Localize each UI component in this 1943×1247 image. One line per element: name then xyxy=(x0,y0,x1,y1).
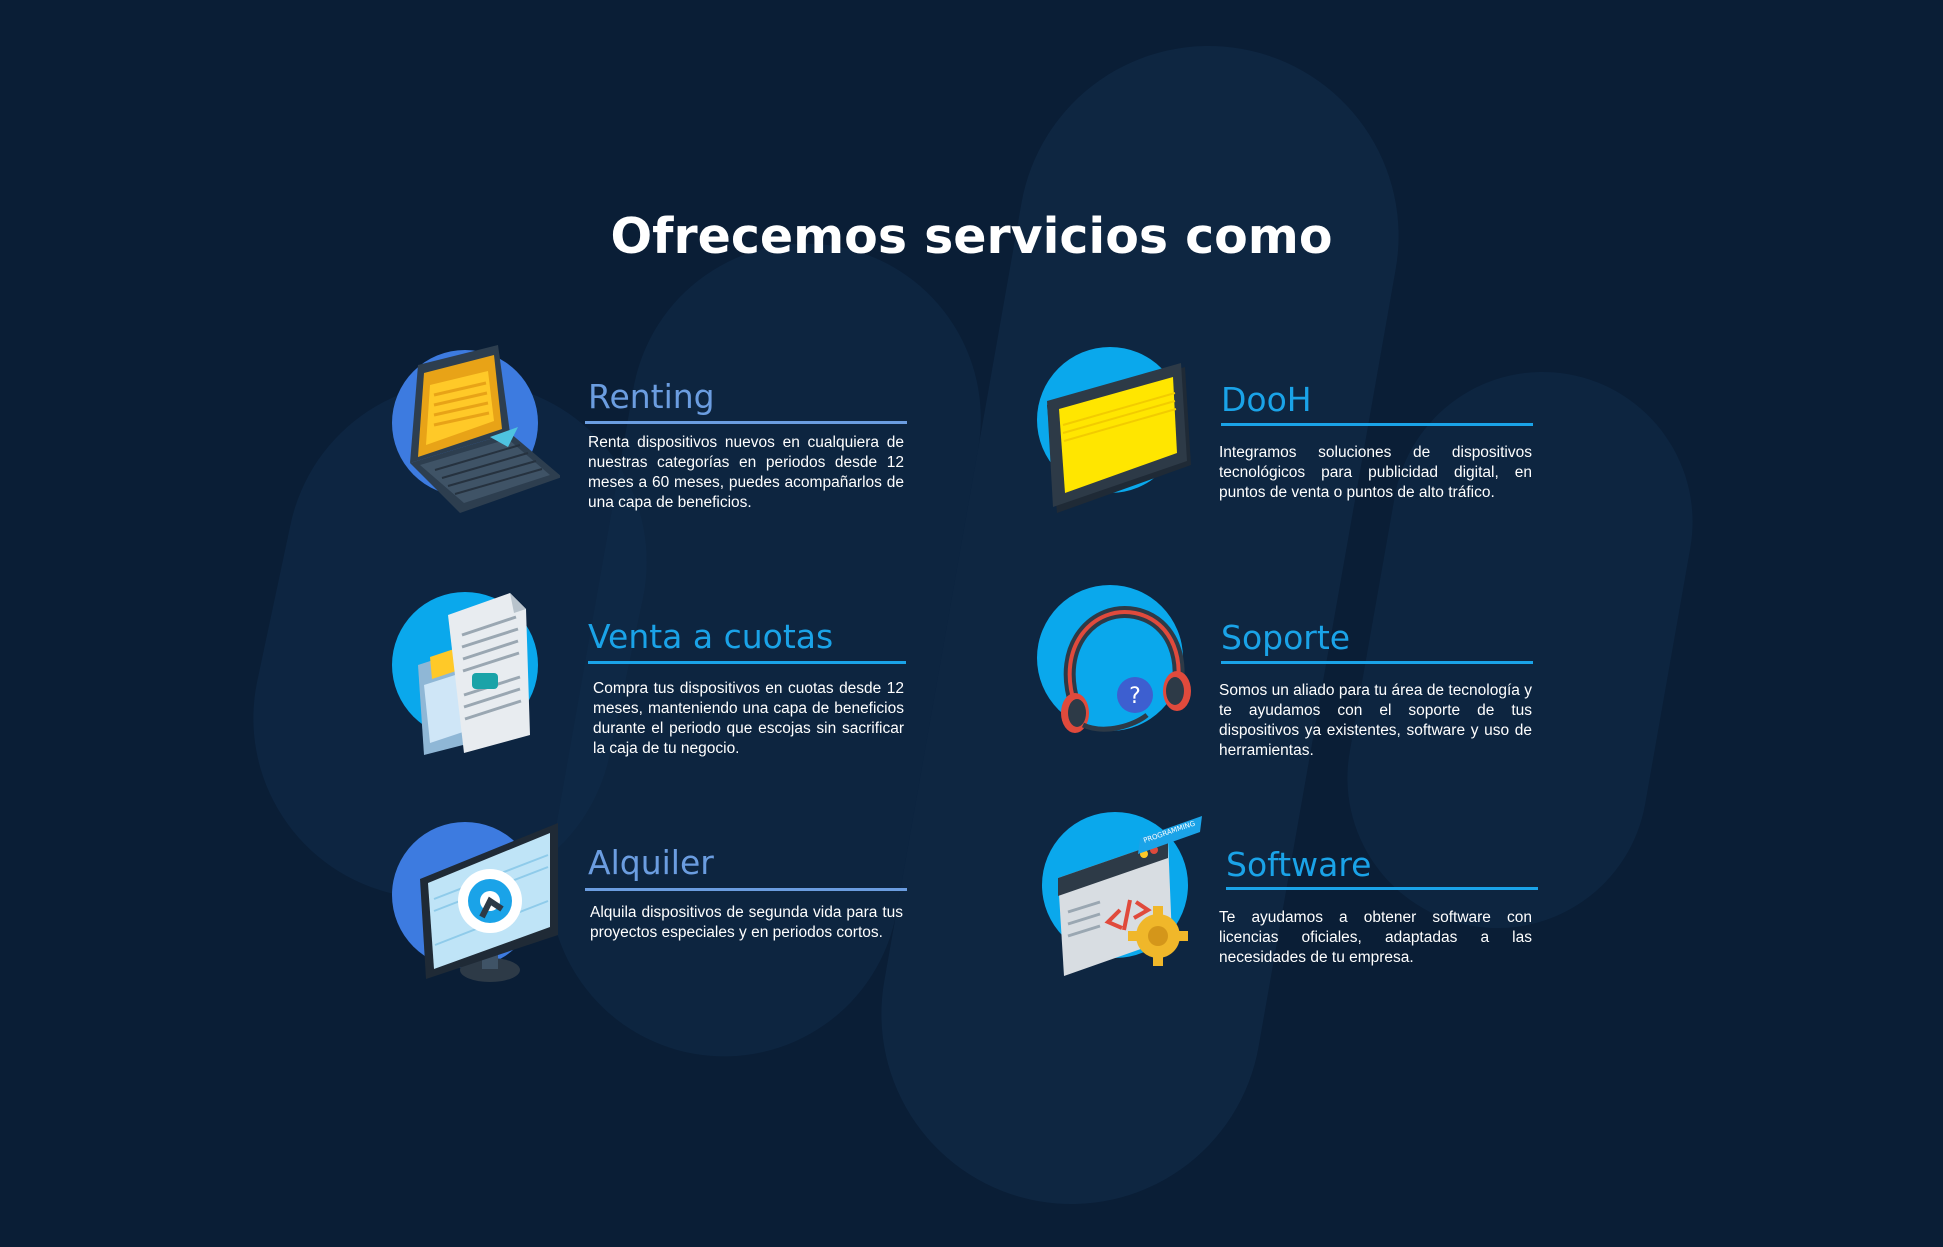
monitor-target-icon xyxy=(392,822,558,982)
service-title: DooH xyxy=(1221,380,1312,419)
page-title: Ofrecemos servicios como xyxy=(610,208,1333,265)
service-title: Soporte xyxy=(1221,618,1351,657)
service-title: Software xyxy=(1226,845,1372,884)
service-description: Alquila dispositivos de segunda vida par… xyxy=(590,904,903,941)
laptop-folder-icon xyxy=(392,345,560,513)
service-description: Somos un aliado para tu área de tecnolog… xyxy=(1219,682,1532,759)
tablet-screen-icon xyxy=(1037,347,1191,513)
headset-help-icon: ? xyxy=(1037,585,1191,733)
service-description: Compra tus dispositivos en cuotas desde … xyxy=(593,680,904,757)
title-underline xyxy=(588,661,906,664)
title-underline xyxy=(1221,423,1533,426)
title-underline xyxy=(1221,661,1533,664)
code-window-gear-icon: PROGRAMMING xyxy=(1042,812,1202,976)
service-description: Renta dispositivos nuevos en cualquiera … xyxy=(588,434,904,511)
title-underline xyxy=(1226,887,1538,890)
service-description: Te ayudamos a obtener software con licen… xyxy=(1219,909,1532,966)
title-underline xyxy=(585,421,907,424)
service-title: Alquiler xyxy=(588,843,714,882)
documents-icon xyxy=(392,592,538,755)
title-underline xyxy=(585,888,907,891)
background-shape xyxy=(1323,348,1717,952)
svg-text:?: ? xyxy=(1129,684,1141,709)
service-title: Venta a cuotas xyxy=(588,617,834,656)
service-title: Renting xyxy=(588,377,715,416)
service-description: Integramos soluciones de dispositivos te… xyxy=(1219,444,1532,501)
